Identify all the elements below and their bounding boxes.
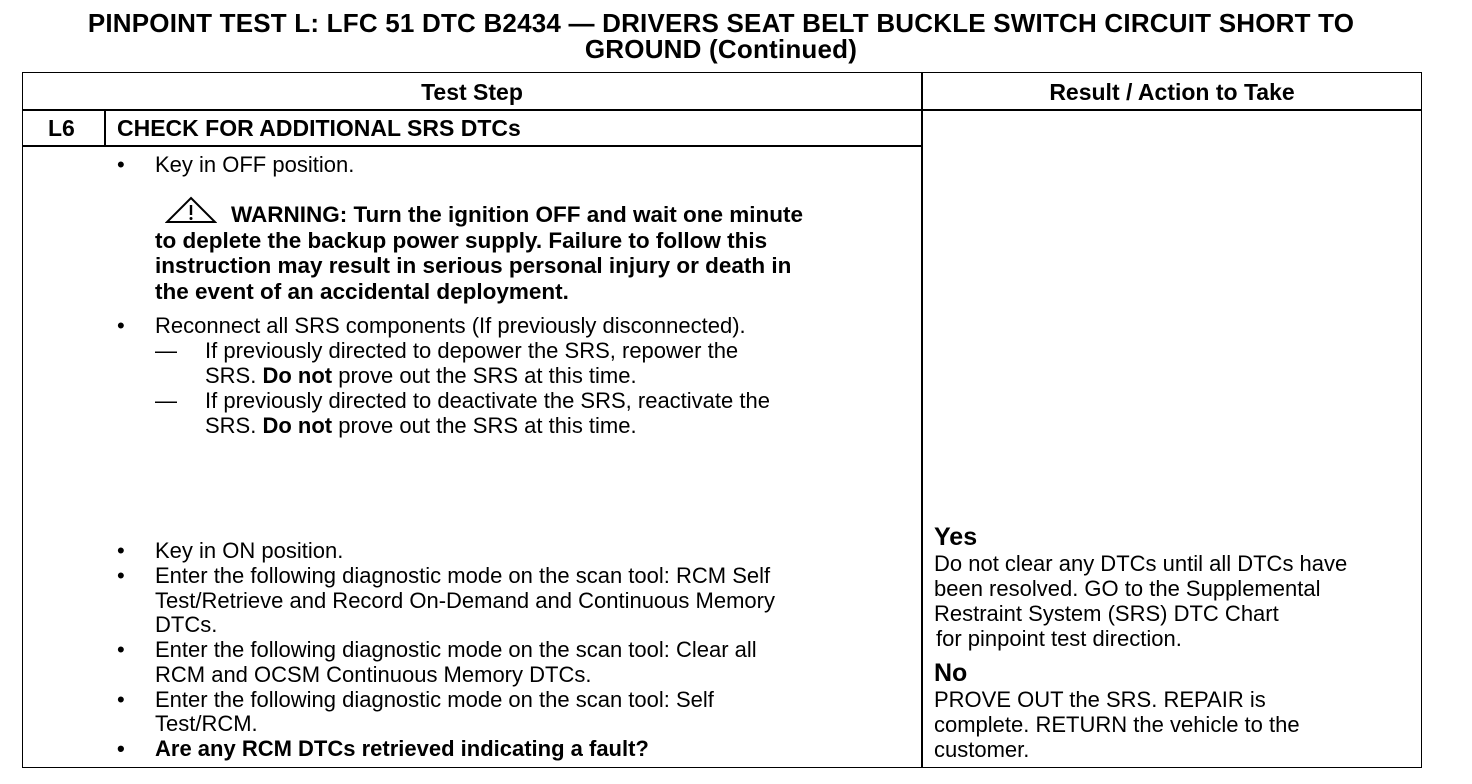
result-no-label: No	[934, 659, 968, 687]
deactivate-line-1: If previously directed to deactivate the…	[205, 388, 770, 413]
step-id-divider	[104, 109, 106, 146]
depower-line-1: If previously directed to depower the SR…	[205, 338, 739, 363]
self-test-line-2: Test/RCM.	[155, 711, 258, 736]
warning-line-4: the event of an accidental deployment.	[155, 278, 569, 304]
instruction-key-on: Key in ON position.	[155, 538, 344, 563]
title-line-2: GROUND (Continued)	[584, 34, 858, 64]
deactivate-emphasis: Do not	[262, 413, 333, 438]
result-no-line-2: complete. RETURN the vehicle to the	[934, 712, 1300, 737]
bullet-dot: •	[117, 538, 125, 563]
result-yes-label: Yes	[934, 523, 978, 551]
em-dash: —	[155, 338, 177, 363]
rcm-self-line-2: Test/Retrieve and Record On-Demand and C…	[155, 588, 775, 613]
result-no-line-1: PROVE OUT the SRS. REPAIR is	[934, 687, 1266, 712]
bullet-dot: •	[117, 152, 125, 177]
clear-all-line-1: Enter the following diagnostic mode on t…	[155, 637, 757, 662]
bullet-dot: •	[117, 637, 125, 662]
bullet-dot: •	[117, 563, 125, 588]
page-title: PINPOINT TEST L: LFC 51 DTC B2434 — DRIV…	[0, 10, 1442, 62]
rcm-self-line-3: DTCs.	[155, 612, 218, 637]
rcm-self-line-1: Enter the following diagnostic mode on t…	[155, 563, 771, 588]
deactivate-line-2: SRS. Do not prove out the SRS at this ti…	[205, 413, 637, 438]
title-line-1: PINPOINT TEST L: LFC 51 DTC B2434 — DRIV…	[87, 8, 1355, 38]
bullet-dot: •	[117, 736, 125, 761]
instruction-key-off: Key in OFF position.	[155, 152, 355, 177]
depower-text-a: SRS.	[205, 363, 263, 388]
column-divider	[921, 72, 923, 768]
bullet-dot: •	[117, 687, 125, 712]
warning-triangle-icon	[165, 196, 217, 223]
depower-text-c: prove out the SRS at this time.	[332, 363, 637, 388]
result-yes-line-4: for pinpoint test direction.	[936, 626, 1182, 651]
step-title: CHECK FOR ADDITIONAL SRS DTCs	[117, 115, 521, 141]
deactivate-text-a: SRS.	[205, 413, 263, 438]
warning-lead: WARNING: Turn the ignition OFF and wait …	[231, 202, 804, 227]
result-no-line-3: customer.	[934, 737, 1030, 762]
warning-line-3: instruction may result in serious person…	[155, 253, 792, 278]
warning-line-2: to deplete the backup power supply. Fail…	[155, 227, 768, 253]
depower-line-2: SRS. Do not prove out the SRS at this ti…	[205, 363, 637, 388]
warning-block: WARNING: Turn the ignition OFF and wait …	[155, 196, 915, 304]
result-yes-line-1: Do not clear any DTCs until all DTCs hav…	[934, 551, 1348, 576]
step-title-bottom-rule	[22, 145, 922, 147]
deactivate-text-c: prove out the SRS at this time.	[332, 413, 637, 438]
depower-emphasis: Do not	[262, 363, 333, 388]
result-yes-line-2: been resolved. GO to the Supplemental	[934, 576, 1321, 601]
instruction-reconnect: Reconnect all SRS components (If previou…	[155, 313, 746, 338]
header-divider	[22, 109, 1422, 111]
question: Are any RCM DTCs retrieved indicating a …	[155, 736, 649, 761]
self-test-line-1: Enter the following diagnostic mode on t…	[155, 687, 714, 712]
pinpoint-table	[22, 72, 1422, 768]
clear-all-line-2: RCM and OCSM Continuous Memory DTCs.	[155, 662, 592, 687]
result-yes-line-3: Restraint System (SRS) DTC Chart	[934, 601, 1279, 626]
em-dash: —	[155, 388, 177, 413]
step-id: L6	[48, 115, 75, 141]
bullet-dot: •	[117, 313, 125, 338]
column-header-result: Result / Action to Take	[1049, 79, 1295, 105]
column-header-test-step: Test Step	[421, 79, 523, 105]
